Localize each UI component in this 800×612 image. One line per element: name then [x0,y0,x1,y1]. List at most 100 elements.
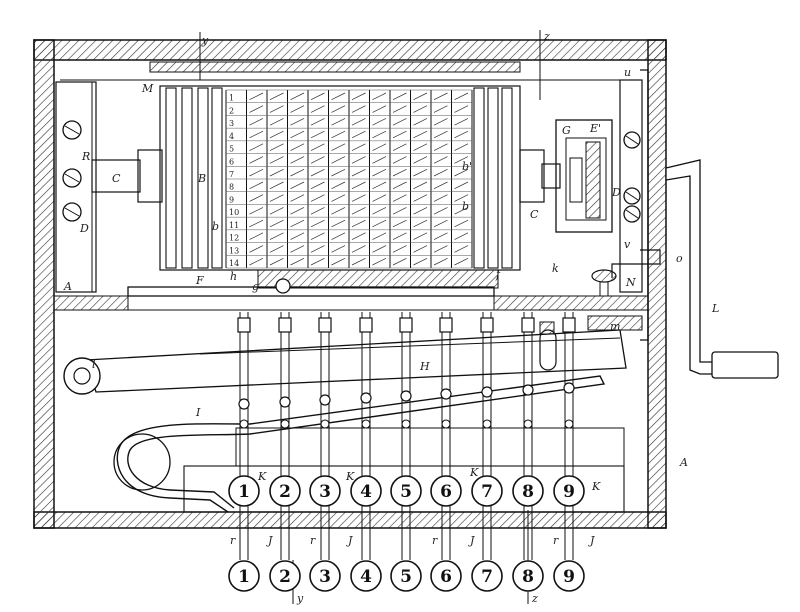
label-g: g [252,280,259,293]
drum-cell-mark [249,219,264,228]
drum-cell-mark [351,130,366,139]
drum-cell-mark [331,194,346,202]
key-pin-lower [320,419,330,429]
drum-cell-mark [310,194,325,202]
right-hub [519,149,545,203]
label-D-right: D [611,186,621,199]
label-m: m [610,320,620,333]
key-tappet [439,317,453,333]
key-top-label: 7 [481,482,493,502]
drum-cell-mark [310,181,325,190]
label-b-right2: b [462,200,469,213]
drum-cell-mark [413,105,428,113]
drum-cell-mark [331,92,346,101]
drum-cell-mark [269,156,284,164]
right-discs [473,87,513,269]
drum-cell-mark [454,105,469,113]
key-bottom-4[interactable] [350,560,382,592]
drum-cell-mark [310,245,325,253]
key-tappet [278,317,292,333]
label-b-right: b' [462,160,472,173]
drum-cell-mark [433,232,448,240]
plate-f [257,269,499,289]
drum-cell-mark [413,168,428,177]
key-bottom-6[interactable] [430,560,462,592]
case-wall-bottom [33,511,667,529]
left-axle [91,159,141,193]
drum-digit: 7 [229,170,234,179]
drum-cell-mark [454,181,469,190]
stem-label: r [553,534,559,547]
drum-cell-mark [413,130,428,139]
drum-cell-mark [392,143,407,151]
drum-digit: 1 [229,94,234,103]
drum-cell-mark [454,232,469,240]
key-top-7[interactable] [471,475,503,507]
key-bottom-label: 5 [400,567,412,587]
spring-I [116,375,606,513]
key-bottom-1[interactable] [228,560,260,592]
drum-cell-mark [331,118,346,126]
drum-cell-mark [331,219,346,228]
drum-cell-mark [310,232,325,240]
label-G: G [562,124,571,137]
key-bottom-3[interactable] [309,560,341,592]
drum-cell-mark [331,207,346,215]
key-top-2[interactable] [269,475,301,507]
label-B: B [197,172,206,185]
drum-digit: 2 [229,106,234,115]
key-top-8[interactable] [512,475,544,507]
drum-cell-mark [331,105,346,113]
screw-right-2 [623,187,641,205]
key-top-5[interactable] [390,475,422,507]
key-tappet [237,317,251,333]
key-top-1[interactable] [228,475,260,507]
drum-cell-mark [351,181,366,190]
key-bottom-2[interactable] [269,560,301,592]
drum-cell-mark [290,168,305,177]
key-top-6[interactable] [430,475,462,507]
key-top-label: 3 [319,482,331,502]
drum-cell-mark [331,232,346,240]
label-I: I [195,406,201,419]
key-tappet [399,317,413,333]
label-K-mid2: K [469,466,479,479]
drum-cell-mark [331,130,346,139]
key-pin [360,392,372,404]
drum-cell-mark [372,168,387,177]
drum-cell-mark [310,257,325,266]
key-pin [319,394,331,406]
drum-cell-mark [454,194,469,202]
key-top-9[interactable] [553,475,585,507]
label-f: f [495,268,502,281]
drum-cell-mark [290,245,305,253]
drum-cell-mark [454,207,469,215]
label-K-left: K [257,470,267,483]
drum-cell-mark [269,257,284,266]
left-discs [165,87,223,269]
drum-cell-mark [351,232,366,240]
key-bottom-7[interactable] [471,560,503,592]
drum-cell-mark [392,118,407,126]
key-bottom-5[interactable] [390,560,422,592]
drum-cell-mark [290,232,305,240]
drum-cell-mark [249,168,264,177]
drum-cell-mark [351,245,366,253]
drum-cell-mark [269,143,284,151]
key-bottom-9[interactable] [553,560,585,592]
key-top-3[interactable] [309,475,341,507]
drum-cell-mark [433,194,448,202]
drum-cell-mark [454,130,469,139]
screw-left-2 [62,168,82,188]
drum-cell-mark [269,207,284,215]
drum-cell-mark [372,219,387,228]
drum-cell-mark [433,245,448,253]
stem-label: J [588,534,595,547]
key-bottom-label: 6 [440,567,452,587]
key-top-label: 1 [238,482,250,502]
key-bottom-8[interactable] [512,560,544,592]
drum-digit: 13 [229,246,239,255]
key-top-4[interactable] [350,475,382,507]
drum-cell-mark [392,105,407,113]
wire-o [611,249,661,278]
